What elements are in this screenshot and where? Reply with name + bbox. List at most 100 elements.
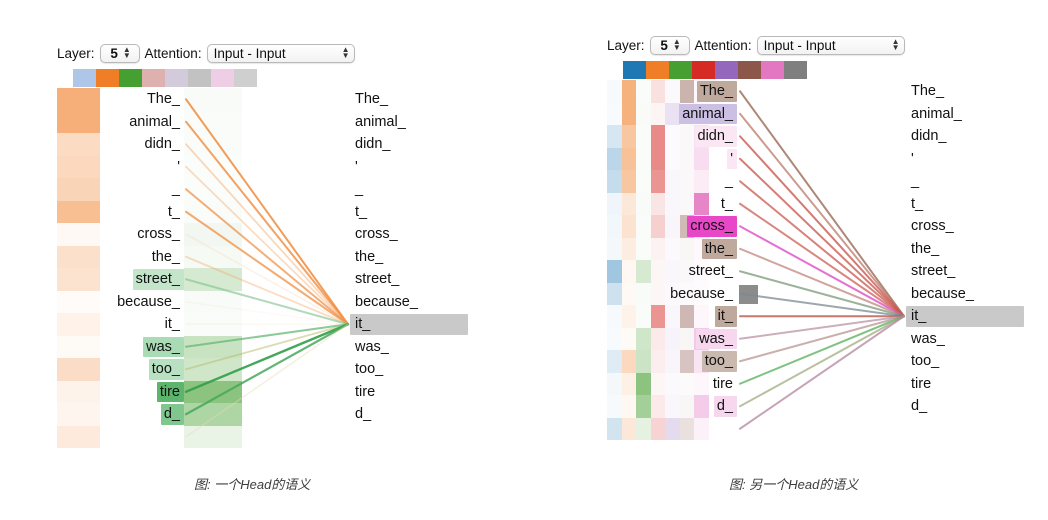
target-token-row[interactable]: animal_: [906, 103, 1026, 126]
head-swatch-head-0[interactable]: [623, 61, 646, 79]
target-token-row-selected[interactable]: it_: [350, 313, 470, 336]
target-token-row[interactable]: because_: [350, 291, 470, 314]
target-token-row[interactable]: the_: [906, 238, 1026, 261]
head-swatch-head-4[interactable]: [165, 69, 188, 87]
source-token-row[interactable]: street_: [100, 268, 184, 291]
target-token-row[interactable]: cross_: [906, 215, 1026, 238]
head-swatch-head-2[interactable]: [669, 61, 692, 79]
heatmap-cell: [621, 192, 636, 215]
source-token-row[interactable]: didn_: [637, 125, 737, 148]
target-token-row[interactable]: too_: [350, 358, 470, 381]
heatmap-cell: [57, 380, 100, 403]
target-token-row[interactable]: _: [906, 170, 1026, 193]
source-token-row[interactable]: The_: [100, 88, 184, 111]
target-token-row[interactable]: animal_: [350, 111, 470, 134]
source-token-row[interactable]: _: [637, 170, 737, 193]
target-token-row-selected[interactable]: it_: [906, 305, 1026, 328]
source-token-row[interactable]: tire: [100, 381, 184, 404]
target-token-row[interactable]: didn_: [350, 133, 470, 156]
stepper-icon[interactable]: ▲▼: [672, 37, 681, 52]
target-token-row[interactable]: The_: [350, 88, 470, 111]
stepper-icon[interactable]: ▲▼: [891, 37, 900, 52]
target-token-row[interactable]: d_: [906, 395, 1026, 418]
target-token-row[interactable]: was_: [350, 336, 470, 359]
source-token-label: animal_: [129, 113, 180, 130]
source-token-row[interactable]: too_: [100, 358, 184, 381]
layer-select-right[interactable]: 5 ▲▼: [649, 36, 690, 55]
heatmap-cell: [636, 350, 651, 373]
target-token-row[interactable]: street_: [906, 260, 1026, 283]
source-token-row[interactable]: it_: [637, 305, 737, 328]
source-token-row[interactable]: d_: [100, 403, 184, 426]
source-token-row[interactable]: The_: [637, 80, 737, 103]
head-color-strip-right[interactable]: [623, 61, 807, 79]
heatmap-cell: [679, 417, 694, 440]
heatmap-cell: [650, 215, 665, 238]
target-token-label: too_: [911, 353, 940, 369]
head-swatch-head-5[interactable]: [738, 61, 761, 79]
target-token-row[interactable]: The_: [906, 80, 1026, 103]
target-token-row[interactable]: didn_: [906, 125, 1026, 148]
head-swatch-head-7[interactable]: [234, 69, 257, 87]
head-swatch-head-5[interactable]: [188, 69, 211, 87]
heatmap-cell: [621, 372, 636, 395]
heatmap-cell: [665, 395, 680, 418]
source-token-row[interactable]: cross_: [100, 223, 184, 246]
head-swatch-head-1[interactable]: [96, 69, 119, 87]
target-token-row[interactable]: tire: [350, 381, 470, 404]
head-swatch-head-6[interactable]: [211, 69, 234, 87]
head-swatch-head-0[interactable]: [73, 69, 96, 87]
target-token-label: cross_: [911, 218, 954, 234]
source-token-row[interactable]: t_: [100, 201, 184, 224]
source-token-row[interactable]: street_: [637, 260, 737, 283]
heatmap-cell: [621, 395, 636, 418]
target-token-row[interactable]: t_: [906, 193, 1026, 216]
target-token-row[interactable]: the_: [350, 246, 470, 269]
target-token-row[interactable]: ': [350, 156, 470, 179]
head-swatch-head-3[interactable]: [692, 61, 715, 79]
source-token-row[interactable]: ': [637, 148, 737, 171]
source-token-row[interactable]: the_: [100, 246, 184, 269]
source-token-row[interactable]: t_: [637, 193, 737, 216]
head-swatch-head-1[interactable]: [646, 61, 669, 79]
source-token-row[interactable]: the_: [637, 238, 737, 261]
source-token-row[interactable]: it_: [100, 313, 184, 336]
target-token-row[interactable]: street_: [350, 268, 470, 291]
layer-select-left[interactable]: 5 ▲▼: [99, 44, 140, 63]
source-token-row[interactable]: because_: [637, 283, 737, 306]
stepper-icon[interactable]: ▲▼: [341, 45, 350, 60]
source-token-row[interactable]: because_: [100, 291, 184, 314]
target-token-row[interactable]: t_: [350, 201, 470, 224]
heatmap-cell: [184, 313, 242, 336]
target-token-row[interactable]: _: [350, 178, 470, 201]
source-token-row[interactable]: was_: [100, 336, 184, 359]
head-swatch-head-3[interactable]: [142, 69, 165, 87]
target-token-row[interactable]: was_: [906, 328, 1026, 351]
target-token-row[interactable]: too_: [906, 350, 1026, 373]
target-token-row[interactable]: ': [906, 148, 1026, 171]
source-token-row[interactable]: tire: [637, 373, 737, 396]
source-token-row[interactable]: d_: [637, 395, 737, 418]
source-token-row[interactable]: _: [100, 178, 184, 201]
head-color-strip-left[interactable]: [73, 69, 257, 87]
source-token-row[interactable]: animal_: [100, 111, 184, 134]
target-token-row[interactable]: d_: [350, 403, 470, 426]
attention-select-right[interactable]: Input - Input ▲▼: [756, 36, 905, 55]
source-token-row[interactable]: animal_: [637, 103, 737, 126]
source-token-row[interactable]: too_: [637, 350, 737, 373]
head-swatch-head-6[interactable]: [761, 61, 784, 79]
head-swatch-head-4[interactable]: [715, 61, 738, 79]
target-token-row[interactable]: tire: [906, 373, 1026, 396]
attention-select-left[interactable]: Input - Input ▲▼: [206, 44, 355, 63]
head-swatch-head-7[interactable]: [784, 61, 807, 79]
heatmap-cell: [650, 170, 665, 193]
heatmap-cell: [621, 327, 636, 350]
source-token-row[interactable]: was_: [637, 328, 737, 351]
target-token-row[interactable]: because_: [906, 283, 1026, 306]
target-token-row[interactable]: cross_: [350, 223, 470, 246]
head-swatch-head-2[interactable]: [119, 69, 142, 87]
stepper-icon[interactable]: ▲▼: [122, 45, 131, 60]
source-token-row[interactable]: didn_: [100, 133, 184, 156]
source-token-row[interactable]: cross_: [637, 215, 737, 238]
source-token-row[interactable]: ': [100, 156, 184, 179]
